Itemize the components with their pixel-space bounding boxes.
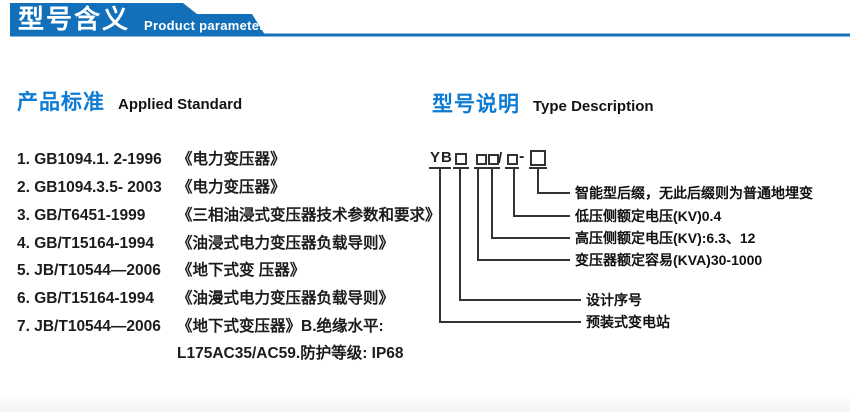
standards-heading-en: Applied Standard: [118, 96, 243, 113]
standard-item: 6. GB/T15164-1994 《油漫式电力变压器负载导则》: [17, 289, 394, 308]
standard-item: 7. JB/T10544—2006 《地下式变压器》B.绝缘水平:: [17, 317, 384, 336]
standard-item: 3. GB/T6451-1999 《三相油浸式变压器技术参数和要求》: [17, 206, 441, 225]
standard-code: 1. GB1094.1. 2-1996: [17, 151, 162, 168]
diagram-label-hv-voltage: 高压侧额定电压(KV):6.3、12: [575, 230, 756, 246]
model-slash-separator: /: [498, 150, 503, 167]
page-subtitle: Product parameters: [144, 18, 273, 33]
standard-code: 7. JB/T10544—2006: [17, 318, 161, 335]
model-dash-separator: -: [519, 148, 525, 165]
standard-item: 5. JB/T10544—2006 《地下式变 压器》: [17, 261, 305, 280]
standard-code: 2. GB1094.3.5- 2003: [17, 179, 162, 196]
standard-title: 《油漫式电力变压器负载导则》: [177, 290, 395, 307]
page-title: 型号含义: [18, 4, 131, 34]
diagram-label-rated-capacity: 变压器额定容易(KVA)30-1000: [575, 252, 763, 268]
header-banner-ribbon: [10, 3, 850, 37]
diagram-label-smart-suffix: 智能型后缀，无此后缀则为普通地埋变: [575, 185, 813, 201]
standard-title: 《地下式变 压器》: [177, 262, 306, 279]
bottom-fade-decoration: [0, 396, 850, 412]
standards-section-heading: 产品标准 Applied Standard: [17, 86, 242, 116]
standard-item: 4. GB/T15164-1994 《油浸式电力变压器负载导则》: [17, 234, 394, 253]
standard-item: 1. GB1094.1. 2-1996 《电力变压器》: [17, 150, 286, 169]
standard-item: 2. GB1094.3.5- 2003 《电力变压器》: [17, 178, 286, 197]
standard-code: 5. JB/T10544—2006: [17, 262, 161, 279]
standards-heading-cn: 产品标准: [17, 91, 105, 114]
standard-code: 4. GB/T15164-1994: [17, 235, 155, 252]
standard-title: 《三相油浸式变压器技术参数和要求》: [177, 207, 441, 224]
standard-title: 《油浸式电力变压器负载导则》: [177, 235, 395, 252]
typedesc-heading-cn: 型号说明: [432, 93, 520, 116]
typedesc-heading-en: Type Description: [533, 98, 654, 115]
diagram-label-prefab-substation: 预装式变电站: [586, 314, 670, 330]
model-prefix: YB: [430, 149, 453, 166]
standard-title: 《电力变压器》: [177, 151, 286, 168]
standard-code: 6. GB/T15164-1994: [17, 290, 155, 307]
standard-code: 3. GB/T6451-1999: [17, 207, 146, 224]
diagram-label-lv-voltage: 低压侧额定电压(KV)0.4: [575, 208, 722, 224]
typedesc-section-heading: 型号说明 Type Description: [432, 88, 654, 118]
diagram-label-design-serial: 设计序号: [586, 292, 642, 308]
standard-title: 《地下式变压器》B.绝缘水平:: [177, 318, 384, 335]
standard-item-continuation: L175AC35/AC59.防护等级: IP68: [177, 345, 404, 362]
standard-title: 《电力变压器》: [177, 179, 286, 196]
